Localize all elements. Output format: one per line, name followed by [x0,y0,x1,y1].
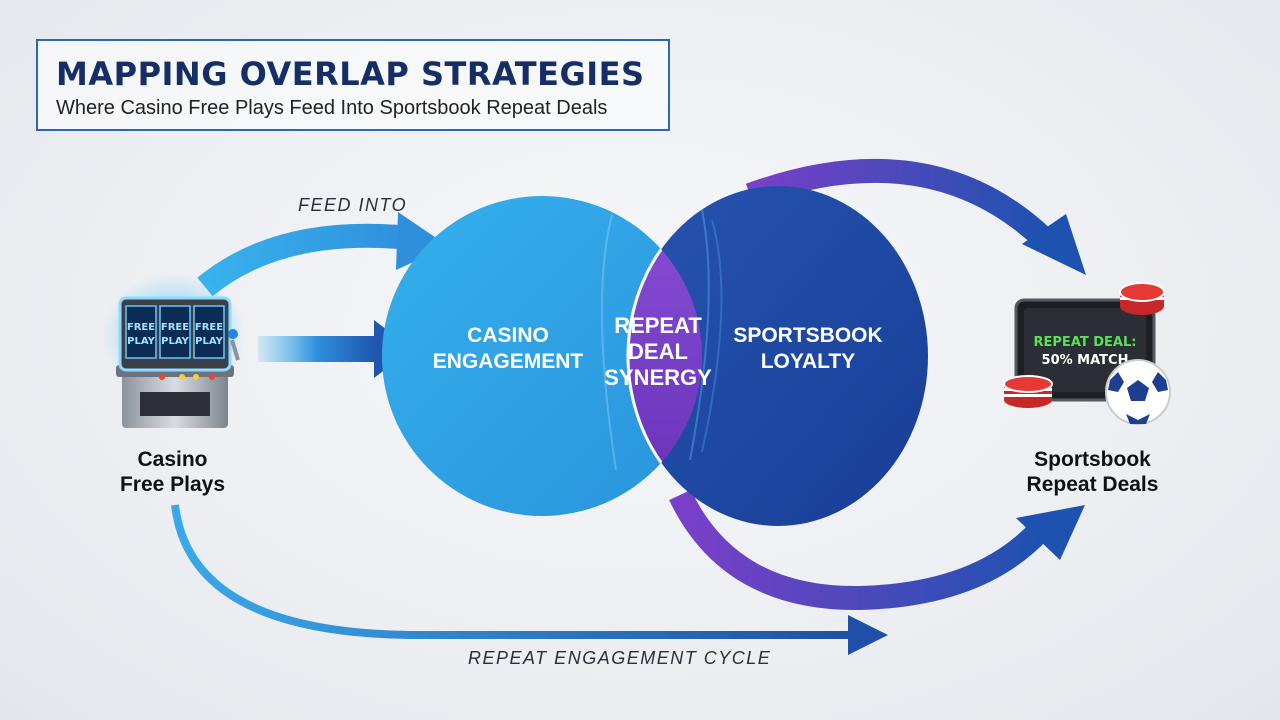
casino-free-plays-label: Casino Free Plays [119,448,226,496]
repeat-cycle-arrow [171,504,888,655]
sportsbook-loyalty-label: SPORTSBOOK LOYALTY [733,324,883,373]
page-subtitle: Where Casino Free Plays Feed Into Sports… [56,97,608,119]
tablet-deal-line-2: 50% MATCH [1042,353,1129,368]
reel-2-line-2: PLAY [161,336,189,347]
reel-3-line-1: FREE [195,322,223,333]
venn-diagram [382,186,928,526]
repeat-deal-synergy-label: REPEAT DEAL SYNERGY [604,313,712,390]
sportsbook-repeat-deals-label: Sportsbook Repeat Deals [1026,448,1159,496]
poker-chip-stack-top [1119,282,1165,315]
casino-engagement-circle [382,196,702,516]
poker-chip-icon [1003,375,1053,408]
soccer-ball-icon [1105,359,1171,425]
tablet-deal-line-1: REPEAT DEAL: [1034,335,1137,350]
casino-engagement-label: CASINO ENGAGEMENT [432,324,584,373]
repeat-cycle-label: REPEAT ENGAGEMENT CYCLE [468,648,772,668]
feed-into-arrow [197,212,448,297]
repeat-deal-synergy-overlap [626,196,702,516]
slot-machine-icon: FREE PLAY FREE PLAY FREE PLAY [102,273,246,428]
title-box: MAPPING OVERLAP STRATEGIES Where Casino … [36,39,670,131]
page-title: MAPPING OVERLAP STRATEGIES [56,55,645,93]
reel-3-line-2: PLAY [195,336,223,347]
reel-1-line-1: FREE [127,322,155,333]
reel-2-line-1: FREE [161,322,189,333]
feed-into-label: FEED INTO [298,195,408,215]
loyalty-to-deals-arrow [745,158,1086,275]
reel-1-line-2: PLAY [127,336,155,347]
venn-right-outer [628,186,928,526]
synergy-to-deals-arrow [669,489,1085,611]
